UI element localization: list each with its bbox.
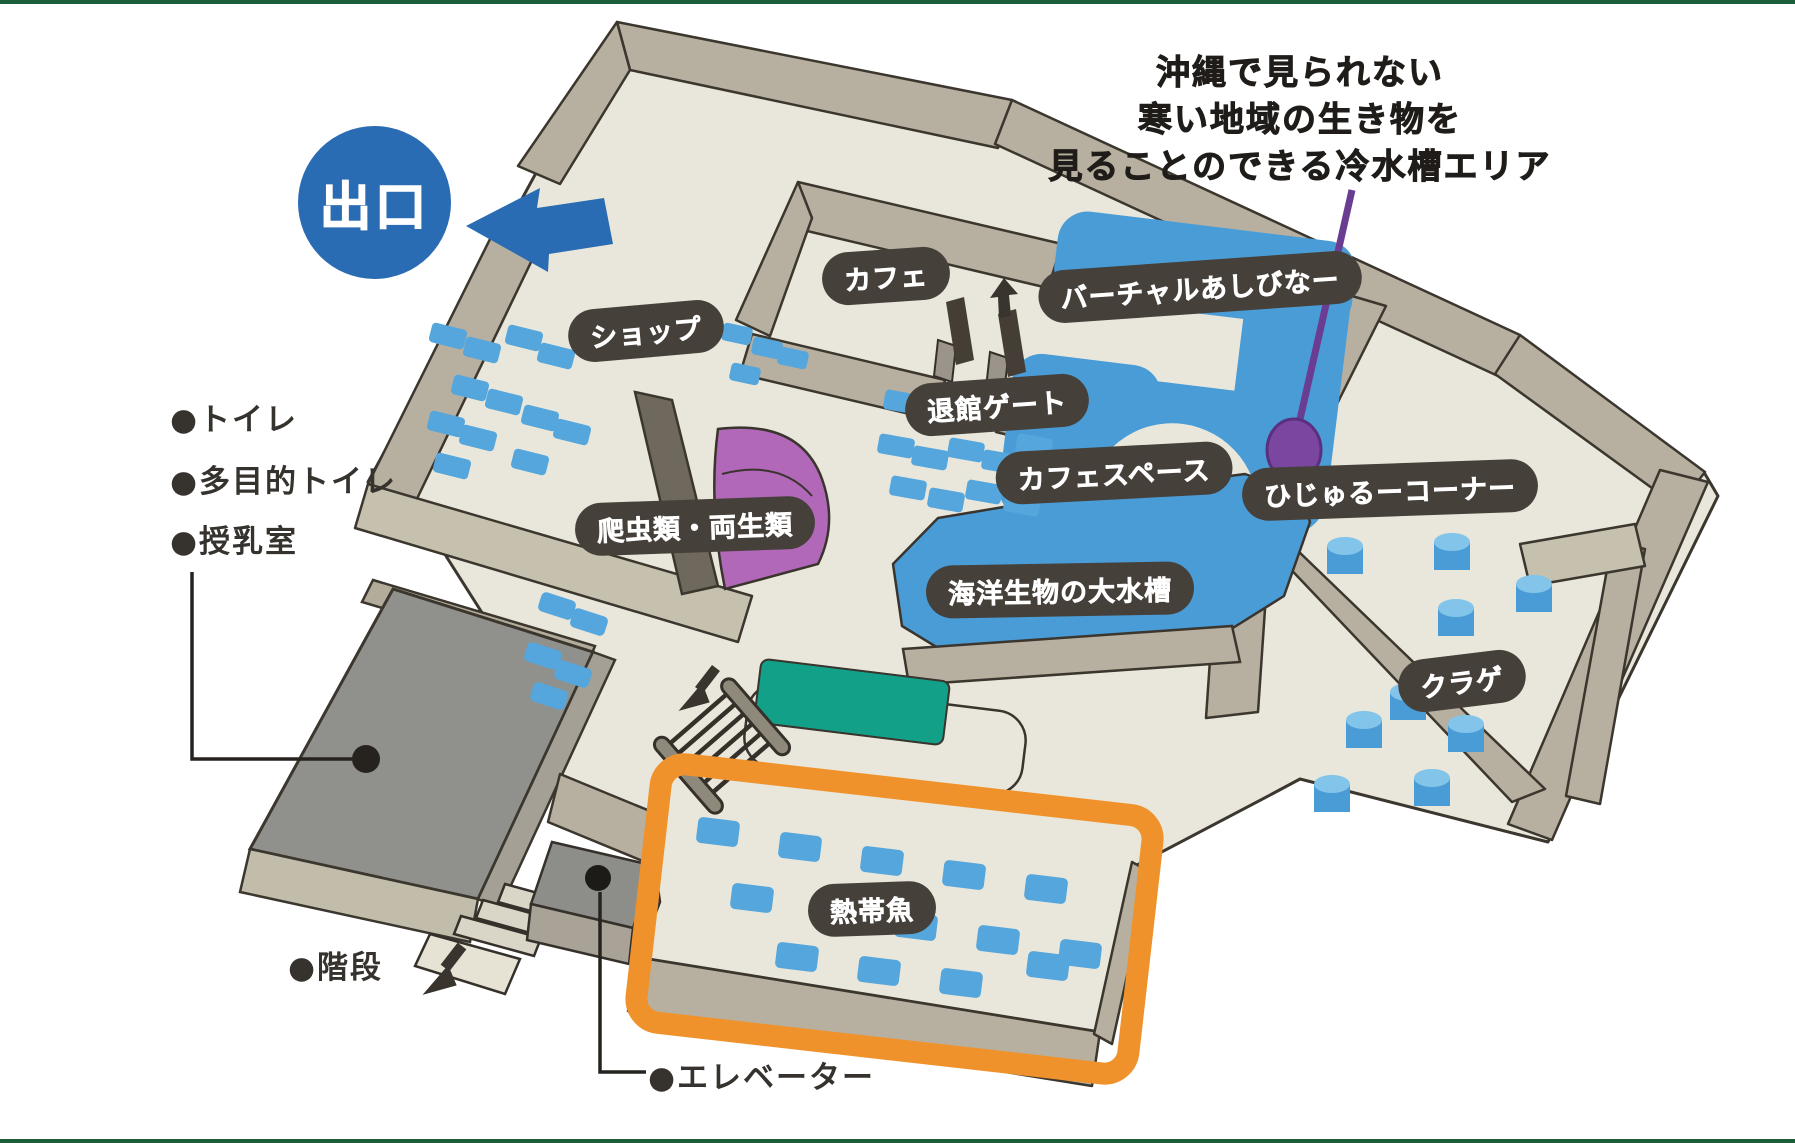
- restroom-block: [238, 578, 617, 944]
- legend-toilet: ●トイレ: [170, 402, 299, 438]
- legend-connectors: [190, 572, 646, 1074]
- label-hijuru-corner: ひじゅるーコーナー: [1241, 458, 1539, 522]
- cold-water-annotation: 沖縄で見られない 寒い地域の生き物を 見ることのできる冷水槽エリア: [1048, 50, 1552, 191]
- legend-stairs: ●階段: [288, 950, 384, 986]
- shop-furniture: [426, 322, 592, 480]
- legend-multipurpose-toilet: ●多目的トイレ: [170, 464, 398, 500]
- label-tropical-fish: 熱帯魚: [807, 880, 937, 938]
- stairs-down-arrow-icon: [422, 942, 467, 995]
- label-ocean-tank: 海洋生物の大水槽: [925, 561, 1195, 619]
- cafe-furniture: [721, 322, 809, 386]
- exit-badge: 出口: [298, 126, 451, 279]
- gate-up-arrow-icon: [990, 278, 1018, 318]
- floor-map-graphic: [190, 20, 1720, 1088]
- bench-platform: [743, 658, 1027, 796]
- tropical-fish-highlight-box: [625, 753, 1164, 1085]
- escalator-area-furniture: [524, 592, 608, 710]
- legend-elevator: ●エレベーター: [648, 1060, 876, 1096]
- exit-badge-text: 出口: [319, 178, 430, 239]
- exit-arrow-icon: [466, 188, 613, 272]
- legend-nursing-room: ●授乳室: [170, 524, 299, 560]
- annotation-line-3: 見ることのできる冷水槽エリア: [1048, 146, 1552, 187]
- escalator-down-arrow-icon: [678, 664, 720, 711]
- label-reptiles-amphibians: 爬虫類・両生類: [574, 495, 816, 557]
- annotation-line-1: 沖縄で見られない: [1155, 53, 1444, 94]
- restroom-marker-dot: [352, 745, 380, 773]
- label-cafe: カフェ: [820, 245, 952, 307]
- annotation-line-2: 寒い地域の生き物を: [1137, 99, 1462, 140]
